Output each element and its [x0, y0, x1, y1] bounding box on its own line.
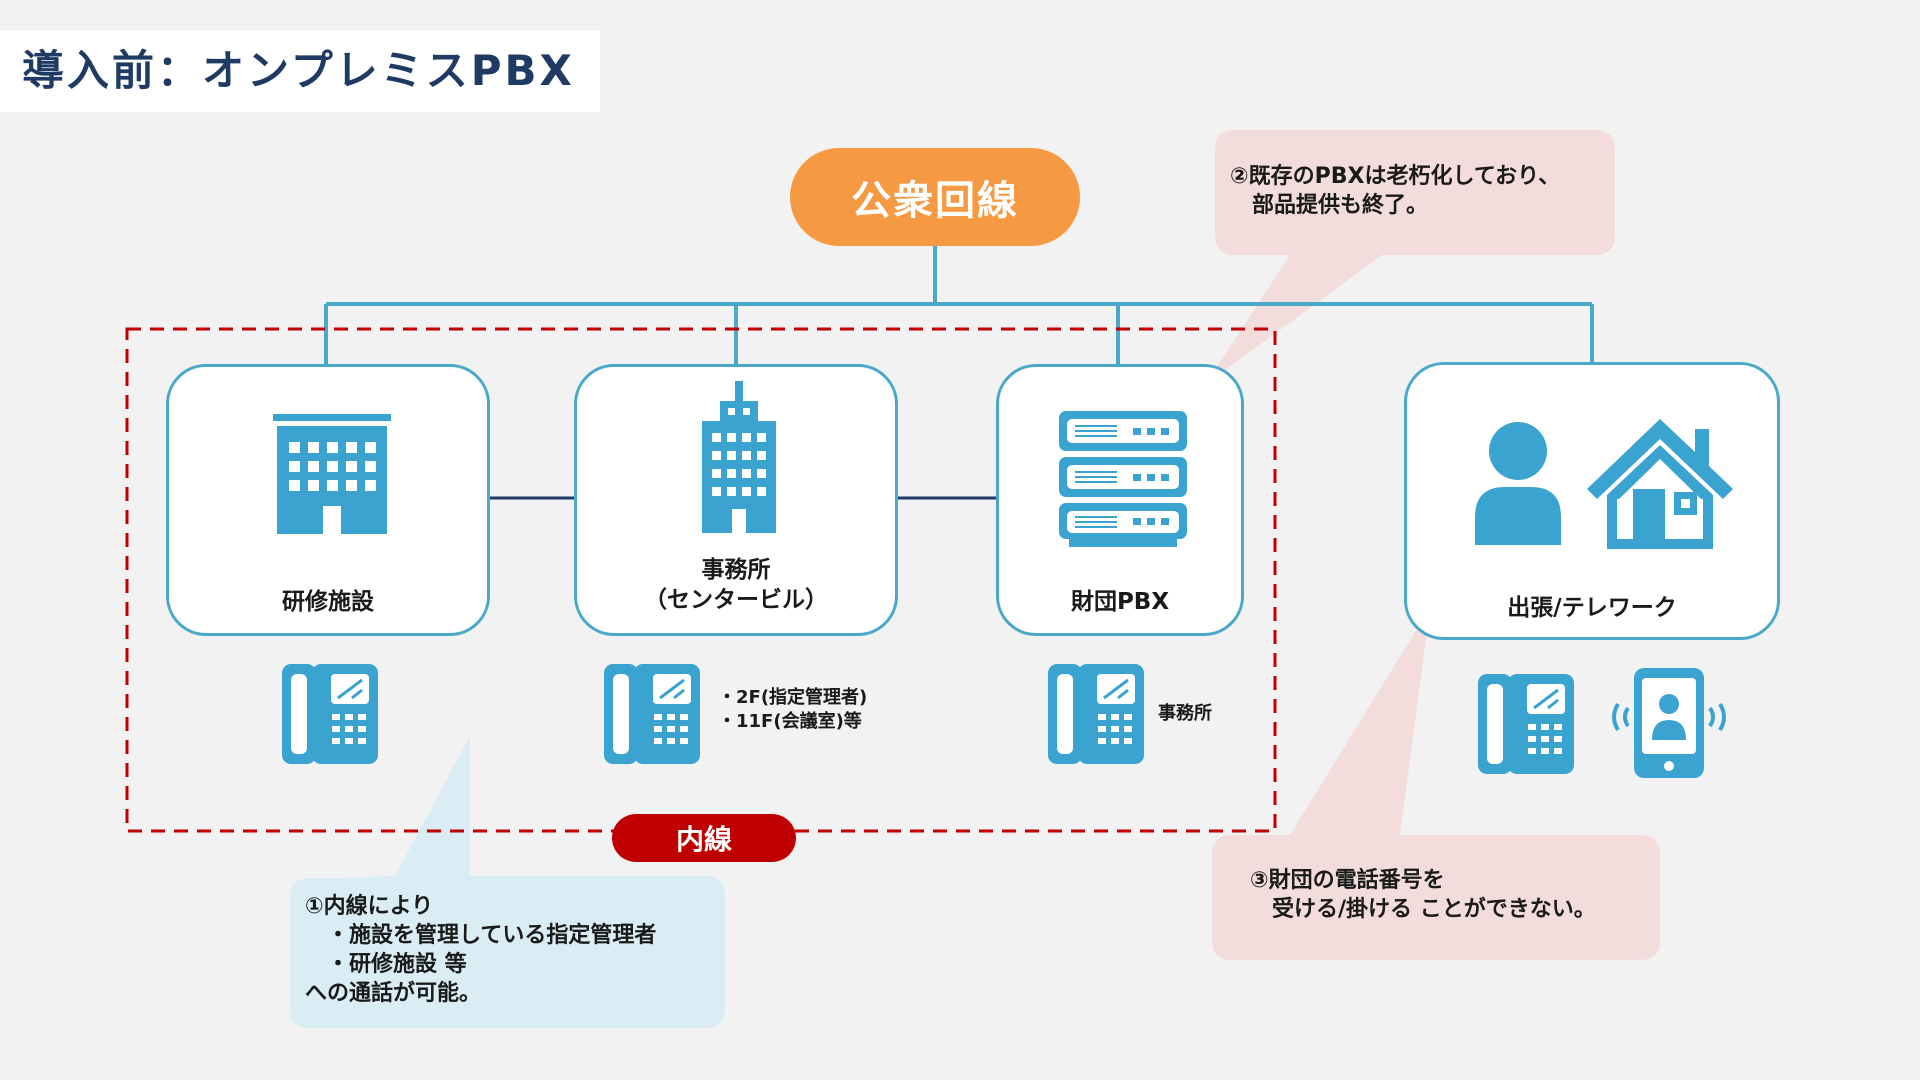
smartphone-icon	[1612, 668, 1726, 778]
node-label-office-2: （センタービル）	[644, 587, 828, 613]
callout-2-line: ②既存のPBXは老朽化しており、	[1230, 164, 1561, 189]
server-rack-icon	[1059, 411, 1187, 547]
office-tower-icon	[702, 381, 776, 533]
callout-1-line: ・施設を管理している指定管理者	[305, 923, 657, 948]
phone-note-office-1: ・2F(指定管理者)	[718, 687, 868, 708]
node-office: 事務所 （センタービル）	[574, 364, 898, 636]
desk-phone-icon	[604, 664, 700, 764]
node-label-remote: 出張/テレワーク	[1507, 595, 1677, 621]
callout-3-text: ③財団の電話番号を 受ける/掛ける ことができない。	[1250, 866, 1596, 924]
callout-1-bubble	[290, 736, 725, 1028]
node-remote: 出張/テレワーク	[1404, 362, 1780, 640]
callout-1-line: ・研修施設 等	[305, 952, 467, 977]
callout-3-bubble	[1212, 608, 1660, 960]
public-line-pill: 公衆回線	[790, 148, 1080, 246]
callout-1-line: への通話が可能。	[305, 981, 482, 1006]
desk-phone-icon	[1048, 664, 1144, 764]
callout-3-line: ③財団の電話番号を	[1250, 868, 1445, 893]
callout-1-line: ①内線により	[305, 894, 434, 919]
node-label-training: 研修施設	[282, 589, 374, 615]
desk-phone-icon	[1478, 674, 1574, 774]
page-title: 導入前：オンプレミスPBX	[0, 30, 600, 112]
callout-3-line: 受ける/掛ける ことができない。	[1250, 897, 1596, 922]
callout-2-line: 部品提供も終了。	[1230, 193, 1429, 218]
node-pbx: 財団PBX	[996, 364, 1244, 636]
extension-pill: 内線	[612, 814, 796, 862]
node-label-office-1: 事務所	[701, 557, 771, 583]
callout-2-bubble	[1205, 130, 1615, 385]
callout-1-text: ①内線により ・施設を管理している指定管理者 ・研修施設 等 への通話が可能。	[305, 892, 656, 1008]
node-label-pbx: 財団PBX	[1070, 589, 1170, 615]
node-training-facility: 研修施設	[166, 364, 490, 636]
callout-2-text: ②既存のPBXは老朽化しており、 部品提供も終了。	[1230, 162, 1560, 220]
phone-note-office-2: ・11F(会議室)等	[718, 711, 862, 732]
phone-note-pbx: 事務所	[1158, 703, 1212, 724]
building-icon	[273, 414, 391, 534]
person-icon	[1475, 422, 1561, 545]
house-icon	[1587, 419, 1733, 549]
desk-phone-icon	[282, 664, 378, 764]
